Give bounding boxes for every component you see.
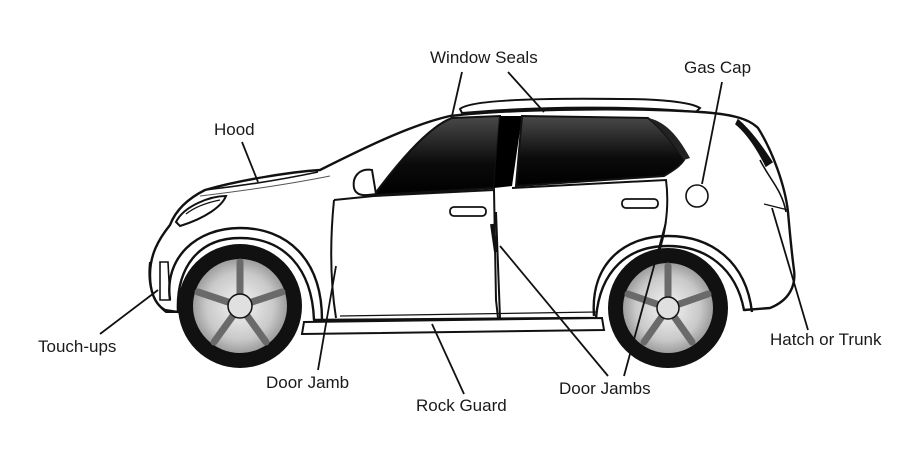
rear-door-handle	[621, 198, 659, 209]
leader-rock-guard	[431, 323, 465, 395]
leader-door-jambs-2	[623, 221, 667, 377]
label-door-jambs: Door Jambs	[559, 379, 651, 398]
label-gas-cap: Gas Cap	[684, 58, 752, 77]
front-door-handle	[449, 206, 487, 217]
leader-hood	[241, 141, 259, 183]
label-hatch-or-trunk: Hatch or Trunk	[770, 330, 882, 349]
label-window-seals: Window Seals	[430, 48, 538, 67]
label-door-jamb: Door Jamb	[266, 373, 350, 392]
label-touch-ups: Touch-ups	[38, 337, 117, 356]
leader-window-seals-1	[451, 71, 463, 117]
leader-door-jamb	[317, 265, 337, 371]
roof-rail	[458, 97, 702, 115]
label-rock-guard: Rock Guard	[416, 396, 507, 415]
gas-cap-shape	[685, 184, 709, 208]
side-mirror	[352, 168, 378, 197]
quarter-window	[648, 118, 690, 160]
leader-touch-ups	[99, 289, 159, 335]
b-pillar	[494, 116, 522, 188]
front-door-outline	[333, 188, 499, 319]
leader-door-jambs-1	[499, 245, 609, 377]
leader-lines	[99, 71, 809, 395]
leader-window-seals-2	[507, 71, 545, 113]
rear-window	[514, 114, 686, 188]
front-window	[371, 114, 502, 197]
rear-wheel	[608, 248, 728, 368]
label-hood: Hood	[214, 120, 255, 139]
leader-gas-cap	[701, 81, 723, 185]
rear-glass	[735, 118, 774, 168]
front-wheel	[178, 244, 302, 368]
leader-hatch	[771, 207, 809, 331]
rock-guard-strip	[300, 316, 606, 336]
